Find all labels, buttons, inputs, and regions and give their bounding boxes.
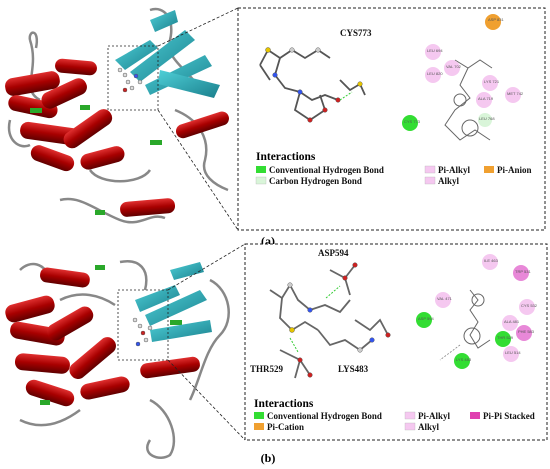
legend-title-b: Interactions [254,398,314,410]
legend-label-b-3: Alkyl [418,422,440,432]
res2d-a-6: MET 742 [507,91,524,96]
residue-3d-label-thr529: THR529 [250,364,284,374]
interaction-2d-a [444,59,493,141]
res2d-b-0: ILE 463 [484,258,499,263]
legend-a: Interactions Conventional Hydrogen Bond … [255,151,532,186]
legend-label-b-0: Conventional Hydrogen Bond [267,411,382,421]
legend-label-a-2: Pi-Alkyl [438,165,471,175]
zoom-box-b [117,289,169,361]
protein-ribbon-a [5,7,229,224]
legend-label-a-0: Conventional Hydrogen Bond [269,165,384,175]
legend-swatch-b-1 [254,423,264,430]
residue-nodes-b [416,254,535,369]
legend-label-b-1: Pi-Cation [267,422,304,432]
res2d-b-5: ALA 481 [504,319,520,324]
res2d-b-6: THR 529 [497,335,514,340]
res2d-a-5: ALA 719 [478,96,494,101]
legend-label-a-4: Pi-Anion [497,165,532,175]
legend-swatch-a-0 [256,166,266,173]
res2d-b-2: VAL 471 [437,296,453,301]
legend-label-b-4: Pi-Pi Stacked [483,411,535,421]
legend-b: Interactions Conventional Hydrogen Bond … [254,398,535,432]
interaction-2d-b [439,289,491,361]
legend-swatch-a-2 [424,165,436,174]
legend-label-b-2: Pi-Alkyl [418,411,451,421]
legend-swatch-b-3 [404,422,416,431]
residue-label-3d: CYS773 [340,28,372,38]
residue-nodes-a [402,14,521,131]
legend-swatch-a-3 [424,176,436,185]
interaction-panel-a [237,7,546,231]
legend-swatch-b-0 [254,412,264,419]
legend-swatch-b-2 [404,411,416,420]
res2d-b-1: TRP 531 [515,269,531,274]
zoom-box-a [107,45,159,111]
res2d-a-1: LEU 694 [427,48,443,53]
residue-3d-label-asp594: ASP594 [318,248,349,258]
res2d-a-0: ASP 831 [488,17,504,22]
res2d-b-8: LEU 514 [505,350,521,355]
res2d-a-2: VAL 702 [446,64,462,69]
res2d-a-3: LEU 820 [427,71,443,76]
res2d-b-7: PHE 583 [518,329,535,334]
res2d-a-8: LEU 768 [479,116,495,121]
legend-swatch-a-4 [484,166,494,173]
legend-title-a: Interactions [256,151,316,163]
legend-label-a-1: Carbon Hydrogen Bond [269,176,362,186]
protein-ribbon-b [5,259,230,459]
legend-swatch-a-1 [255,176,267,185]
res2d-a-4: LYS 721 [484,79,500,84]
res2d-b-4: ASP 594 [418,316,434,321]
legend-label-a-3: Alkyl [438,176,460,186]
res2d-b-9: LYS 483 [456,357,472,362]
res2d-a-7: CYS 773 [404,119,421,124]
caption-b: (b) [261,451,276,465]
legend-swatch-b-4 [470,412,480,419]
res2d-b-3: CYS 532 [521,303,538,308]
residue-3d-label-lys483: LYS483 [338,364,369,374]
